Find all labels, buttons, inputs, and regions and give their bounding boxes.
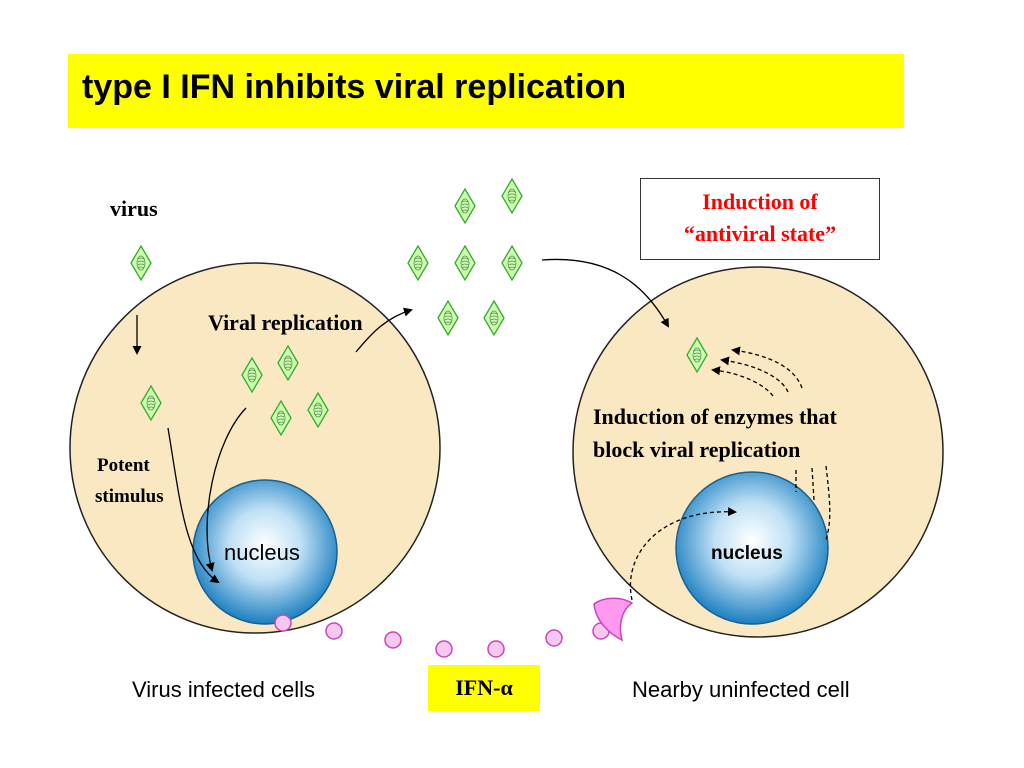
virus-icon	[483, 300, 505, 336]
nuclear-signal-arrow	[629, 507, 737, 601]
stimulus-arrow	[167, 427, 220, 584]
uninfected-cell	[572, 266, 944, 638]
potent-stimulus-label-line1: Potent	[97, 455, 150, 476]
ifn-dot	[274, 614, 292, 632]
virus-icon	[407, 245, 429, 281]
virus-label: virus	[110, 196, 158, 221]
potent-stimulus-label-line2: stimulus	[95, 486, 164, 507]
virus-icon	[501, 178, 523, 214]
enzyme-arrow	[711, 366, 774, 397]
ifn-dot	[435, 640, 453, 658]
nucleus-left-label: nucleus	[224, 540, 300, 565]
ifn-alpha-box: IFN-α	[428, 665, 540, 711]
ifn-signal-arrow	[541, 258, 669, 328]
nucleus-right	[675, 471, 829, 625]
virus-icon	[437, 300, 459, 336]
enzyme-dash-line	[811, 467, 815, 501]
antiviral-state-line2: “antiviral state”	[683, 221, 837, 246]
release-arrow	[355, 307, 413, 353]
nucleus-left	[192, 479, 338, 625]
enzyme-arrow	[720, 356, 789, 393]
viral-replication-label: Viral replication	[208, 310, 363, 335]
antiviral-state-box: Induction of “antiviral state”	[640, 178, 880, 260]
virus-icon	[501, 245, 523, 281]
infected-cell	[69, 262, 441, 634]
ifn-receptor	[593, 597, 634, 642]
virus-icon	[454, 245, 476, 281]
ifn-dot	[325, 622, 343, 640]
ifn-dot	[545, 629, 563, 647]
enzyme-dash-line	[825, 465, 831, 541]
page-title: type I IFN inhibits viral replication	[82, 68, 627, 106]
title-bar: type I IFN inhibits viral replication	[68, 54, 904, 128]
virus-icon	[130, 245, 152, 281]
virus-infected-cells-caption: Virus infected cells	[132, 677, 316, 702]
virus-icon	[454, 188, 476, 224]
nearby-uninfected-cell-caption: Nearby uninfected cell	[632, 677, 850, 702]
nucleus-right-label: nucleus	[711, 543, 783, 564]
ifn-dot	[487, 640, 505, 658]
enzymes-label-line1: Induction of enzymes that	[593, 404, 837, 429]
ifn-alpha-label: IFN-α	[455, 675, 513, 700]
enzyme-arrow	[731, 346, 803, 389]
antiviral-state-line1: Induction of	[702, 189, 818, 214]
replication-arrow	[205, 407, 247, 572]
enzymes-label-line2: block viral replication	[593, 437, 801, 462]
ifn-dot	[384, 631, 402, 649]
